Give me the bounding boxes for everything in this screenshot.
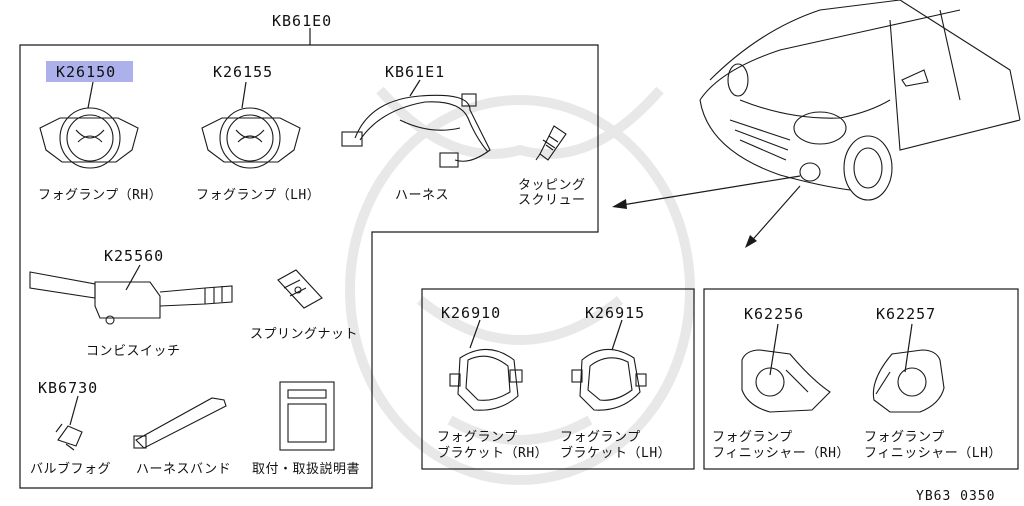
part-name-bracket-lh-line2: ブラケット（LH） — [560, 446, 672, 461]
fog-bulb-illustration — [55, 423, 83, 451]
fog-lamp-finisher-rh-illustration — [741, 349, 831, 413]
assembly-part-number[interactable]: KB61E0 — [272, 12, 333, 30]
tapping-screw-illustration — [535, 125, 567, 161]
fog-lamp-finisher-lh-illustration — [872, 349, 945, 413]
selected-part-highlight — [46, 61, 133, 82]
finisher-box — [703, 288, 1019, 470]
part-name-tapping-screw-line2: スクリュー — [518, 193, 586, 208]
part-name-harness-band: ハーネスバンド — [136, 462, 232, 477]
part-name-bracket-rh-line1: フォグランプ — [437, 430, 518, 445]
assembly-outline — [19, 44, 599, 489]
part-number-k26150[interactable]: K26150 — [56, 63, 117, 81]
bracket-box — [421, 288, 695, 470]
fog-lamp-rh-illustration — [39, 107, 139, 169]
part-number-k26155[interactable]: K26155 — [213, 63, 274, 81]
part-name-finisher-lh-line1: フォグランプ — [864, 430, 945, 445]
part-name-bracket-rh-line2: ブラケット（RH） — [437, 446, 549, 461]
part-number-kb61e1[interactable]: KB61E1 — [385, 63, 446, 81]
part-number-k26910[interactable]: K26910 — [441, 304, 502, 322]
part-number-kb6730[interactable]: KB6730 — [38, 379, 99, 397]
harness-illustration — [341, 93, 491, 168]
part-name-fog-lamp-lh: フォグランプ（LH） — [196, 188, 321, 203]
fog-lamp-bracket-rh-illustration — [449, 348, 523, 411]
car-illustration — [699, 0, 1021, 201]
part-number-k62256[interactable]: K62256 — [744, 305, 805, 323]
part-name-tapping-screw-line1: タッピング — [518, 178, 586, 193]
part-name-fog-lamp-rh: フォグランプ（RH） — [38, 188, 163, 203]
combination-switch-illustration — [29, 271, 233, 325]
part-name-finisher-rh-line2: フィニッシャー（RH） — [712, 446, 850, 461]
diagram-code: YB63 0350 — [916, 489, 996, 504]
part-name-manual: 取付・取扱説明書 — [252, 462, 361, 477]
part-name-spring-nut: スプリングナット — [250, 327, 359, 342]
part-name-harness: ハーネス — [395, 188, 450, 203]
part-number-k26915[interactable]: K26915 — [585, 304, 646, 322]
fog-lamp-lh-illustration — [201, 107, 301, 169]
fog-lamp-bracket-lh-illustration — [571, 348, 647, 411]
part-name-fog-bulb: バルブフォグ — [30, 462, 112, 477]
part-name-finisher-lh-line2: フィニッシャー（LH） — [864, 446, 1002, 461]
part-number-k62257[interactable]: K62257 — [876, 305, 937, 323]
part-number-k25560[interactable]: K25560 — [104, 247, 165, 265]
part-name-finisher-rh-line1: フォグランプ — [712, 430, 793, 445]
spring-nut-illustration — [277, 269, 323, 309]
harness-band-illustration — [133, 397, 227, 449]
manual-illustration — [279, 381, 335, 451]
part-name-combination-switch: コンビスイッチ — [86, 344, 181, 359]
part-name-bracket-lh-line1: フォグランプ — [560, 430, 641, 445]
